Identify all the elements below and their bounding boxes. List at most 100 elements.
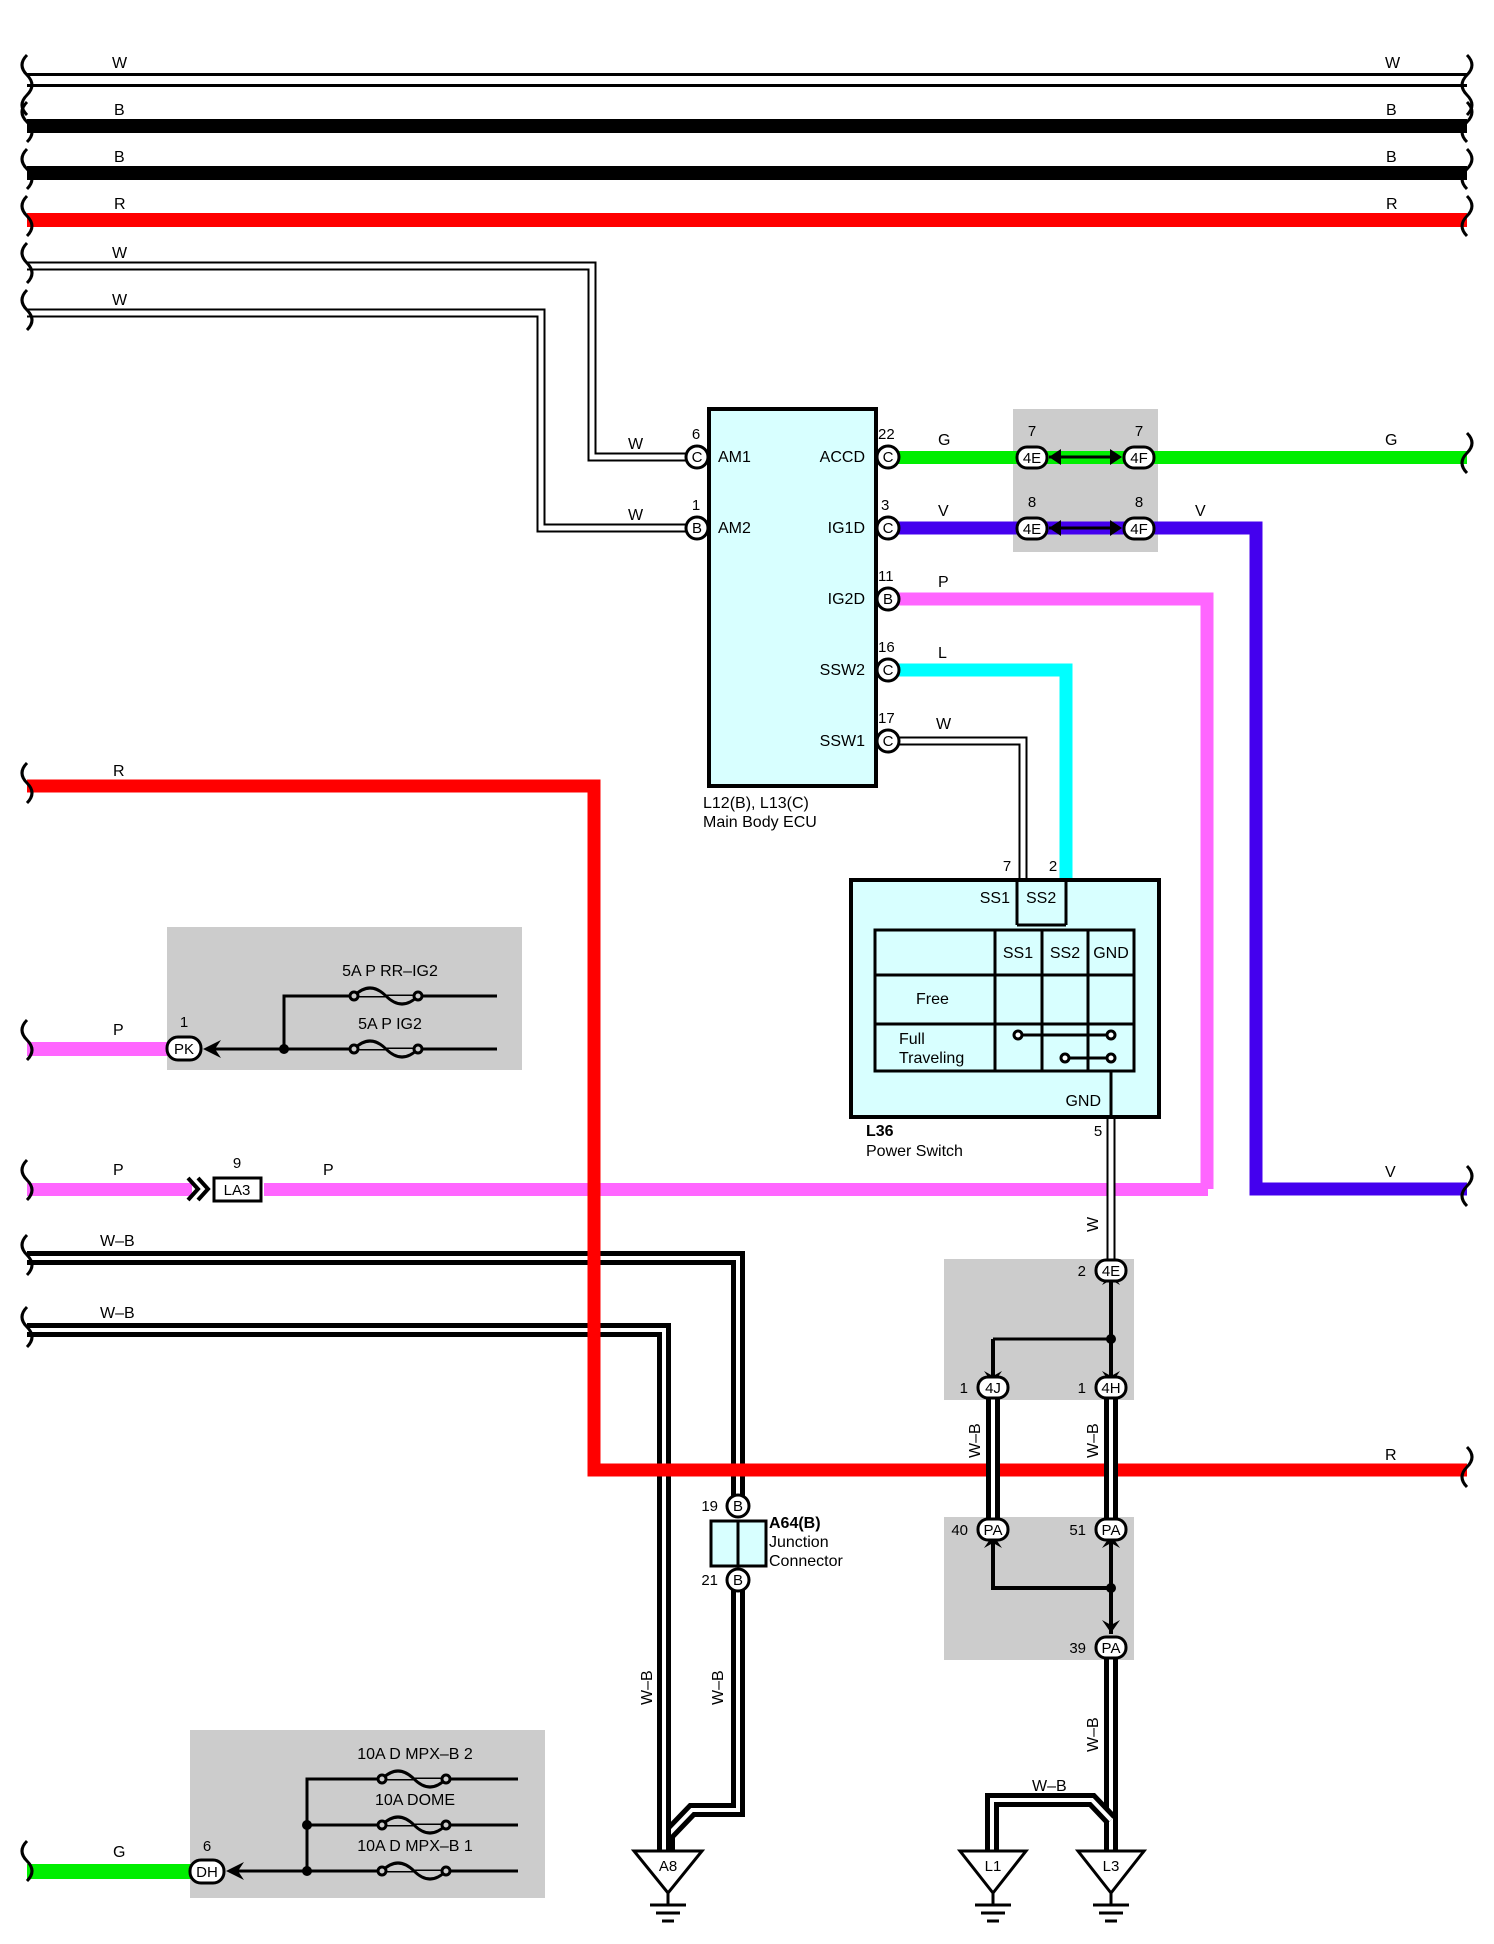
wire-l-ssw2 xyxy=(898,663,1073,880)
junction-pin-top: 19 xyxy=(701,1498,718,1515)
fuse-dh-3: 10A D MPX–B 1 xyxy=(357,1838,473,1855)
ecu-pin-ig2d-conn: B xyxy=(883,591,893,608)
power-switch-ss2: SS2 xyxy=(1026,890,1056,907)
wire-label-v-4f: V xyxy=(1195,503,1206,520)
ecu-pin-am2-label: AM2 xyxy=(718,520,751,537)
connector-4e-gnd-label: 4E xyxy=(1102,1263,1120,1280)
connector-pa-40-label: PA xyxy=(984,1522,1003,1539)
fuse-symbols-dh xyxy=(376,1769,452,1881)
connector-la3-pin: 9 xyxy=(233,1155,241,1172)
ecu-pin-accd-number: 22 xyxy=(878,426,895,443)
ecu-pin-am1-number: 6 xyxy=(692,426,700,443)
wire-label-top-w1-right: W xyxy=(1385,55,1401,72)
wire-label-wb-1: W–B xyxy=(100,1233,135,1250)
fuse-dh-1: 10A D MPX–B 2 xyxy=(357,1746,473,1763)
junction-connector-a64 xyxy=(709,1493,768,1593)
wire-label-r-mid: R xyxy=(113,763,125,780)
wire-label-wb-vert-a64: W–B xyxy=(710,1670,727,1705)
junction-pin-bottom-conn: B xyxy=(733,1572,743,1589)
ecu-pin-ig1d-number: 3 xyxy=(881,497,889,514)
power-switch-col-ss1: SS1 xyxy=(1003,945,1033,962)
power-switch-ss1-pin: 7 xyxy=(1003,858,1011,875)
connector-pk-pin: 1 xyxy=(180,1014,188,1031)
fuse-dh-2: 10A DOME xyxy=(375,1792,455,1809)
connector-4j-pin: 1 xyxy=(960,1380,968,1397)
connector-4j-label: 4J xyxy=(985,1380,1001,1397)
ground-l3 xyxy=(1074,1849,1148,1923)
junction-title: A64(B) xyxy=(769,1515,821,1532)
ecu-pin-ig2d-label: IG2D xyxy=(828,591,865,608)
ecu-body xyxy=(707,407,878,788)
wire-label-am1-left: W xyxy=(112,245,128,262)
wire-label-w-gnd: W xyxy=(1085,1216,1102,1232)
wire-label-wb-vert-4h: W–B xyxy=(1085,1423,1102,1458)
wire-p-la3-left xyxy=(27,1183,192,1196)
connector-pa-51-pin: 51 xyxy=(1069,1522,1086,1539)
connector-4e-label-1: 4E xyxy=(1023,450,1041,467)
wire-label-l-ssw2: L xyxy=(938,645,947,662)
power-switch-gnd: GND xyxy=(1065,1093,1101,1110)
wire-p-pk xyxy=(27,1042,172,1056)
connector-pa-39-label: PA xyxy=(1102,1640,1121,1657)
junction-block-pk-fuses xyxy=(167,927,522,1070)
wire-label-top-b2-right: B xyxy=(1386,149,1397,166)
ecu-pin-ig2d-terminal xyxy=(875,586,901,612)
wire-r-mid xyxy=(27,779,1467,1477)
ecu-pin-ssw2-conn: C xyxy=(883,662,894,679)
wire-w-am1 xyxy=(27,261,695,462)
wire-label-g-right: G xyxy=(1385,432,1397,449)
connector-4e-pin-1: 7 xyxy=(1028,423,1036,440)
wire-w-top xyxy=(27,73,1467,87)
ecu-pin-ssw2-label: SSW2 xyxy=(820,662,865,679)
ecu-pin-am2-conn: B xyxy=(692,520,702,537)
power-switch-ss1: SS1 xyxy=(980,890,1010,907)
ecu-pin-am2-number: 1 xyxy=(692,497,700,514)
connector-4h-label: 4H xyxy=(1101,1380,1120,1397)
wire-p-ig2d xyxy=(898,592,1214,1189)
wire-label-g-accd: G xyxy=(938,432,950,449)
ecu-pin-ssw2-number: 16 xyxy=(878,639,895,656)
wire-label-am1-right: W xyxy=(628,436,644,453)
wire-label-top-b1-right: B xyxy=(1386,102,1397,119)
connector-pa-40-pin: 40 xyxy=(951,1522,968,1539)
connector-dh-label: DH xyxy=(196,1864,218,1881)
wire-w-am2 xyxy=(27,308,695,533)
power-switch-ss2-pin: 2 xyxy=(1049,858,1057,875)
wire-label-p-ig2d: P xyxy=(938,574,949,591)
wire-label-v-right: V xyxy=(1385,1164,1396,1181)
power-switch-title: L36 xyxy=(866,1123,894,1140)
connector-pa-39-pin: 39 xyxy=(1069,1640,1086,1657)
wire-label-wb-vert-a8: W–B xyxy=(639,1670,656,1705)
wire-r-top xyxy=(27,213,1467,227)
wire-b-top-1 xyxy=(27,119,1467,133)
power-switch-col-ss2: SS2 xyxy=(1050,945,1080,962)
wire-label-p-la3-left: P xyxy=(113,1162,124,1179)
power-switch-row-full: Full xyxy=(899,1031,925,1048)
wire-g-accd xyxy=(898,451,1467,464)
power-switch-table xyxy=(873,928,1136,1073)
wire-break-marks xyxy=(20,53,1474,1883)
junction-pin-bottom: 21 xyxy=(701,1572,718,1589)
power-switch-col-gnd: GND xyxy=(1093,945,1129,962)
connector-4f-pin-1: 7 xyxy=(1135,423,1143,440)
wire-label-top-w1-left: W xyxy=(112,55,128,72)
wire-label-top-r-left: R xyxy=(114,196,126,213)
connector-4e-4f-row-2 xyxy=(1015,516,1156,541)
junction-line-1: Junction xyxy=(769,1534,829,1551)
connector-4h-pin: 1 xyxy=(1078,1380,1086,1397)
ecu-pin-am1-conn: C xyxy=(692,449,703,466)
fuse-symbols-pk xyxy=(348,986,424,1059)
ecu-pin-ssw1-label: SSW1 xyxy=(820,733,865,750)
ground-chain-connectors xyxy=(976,1258,1128,1660)
power-switch-gnd-pin: 5 xyxy=(1094,1123,1102,1140)
junction-line-2: Connector xyxy=(769,1553,843,1570)
wire-b-top-2 xyxy=(27,166,1467,180)
ecu-pin-accd-label: ACCD xyxy=(820,449,865,466)
connector-4e-gnd-pin: 2 xyxy=(1078,1263,1086,1280)
wire-g-dh xyxy=(27,1864,195,1879)
wire-wb-l1 xyxy=(985,1793,1117,1860)
connector-4e-label-2: 4E xyxy=(1023,521,1041,538)
fuse-pk-2: 5A P IG2 xyxy=(358,1016,422,1033)
connector-pk-label: PK xyxy=(174,1041,194,1058)
